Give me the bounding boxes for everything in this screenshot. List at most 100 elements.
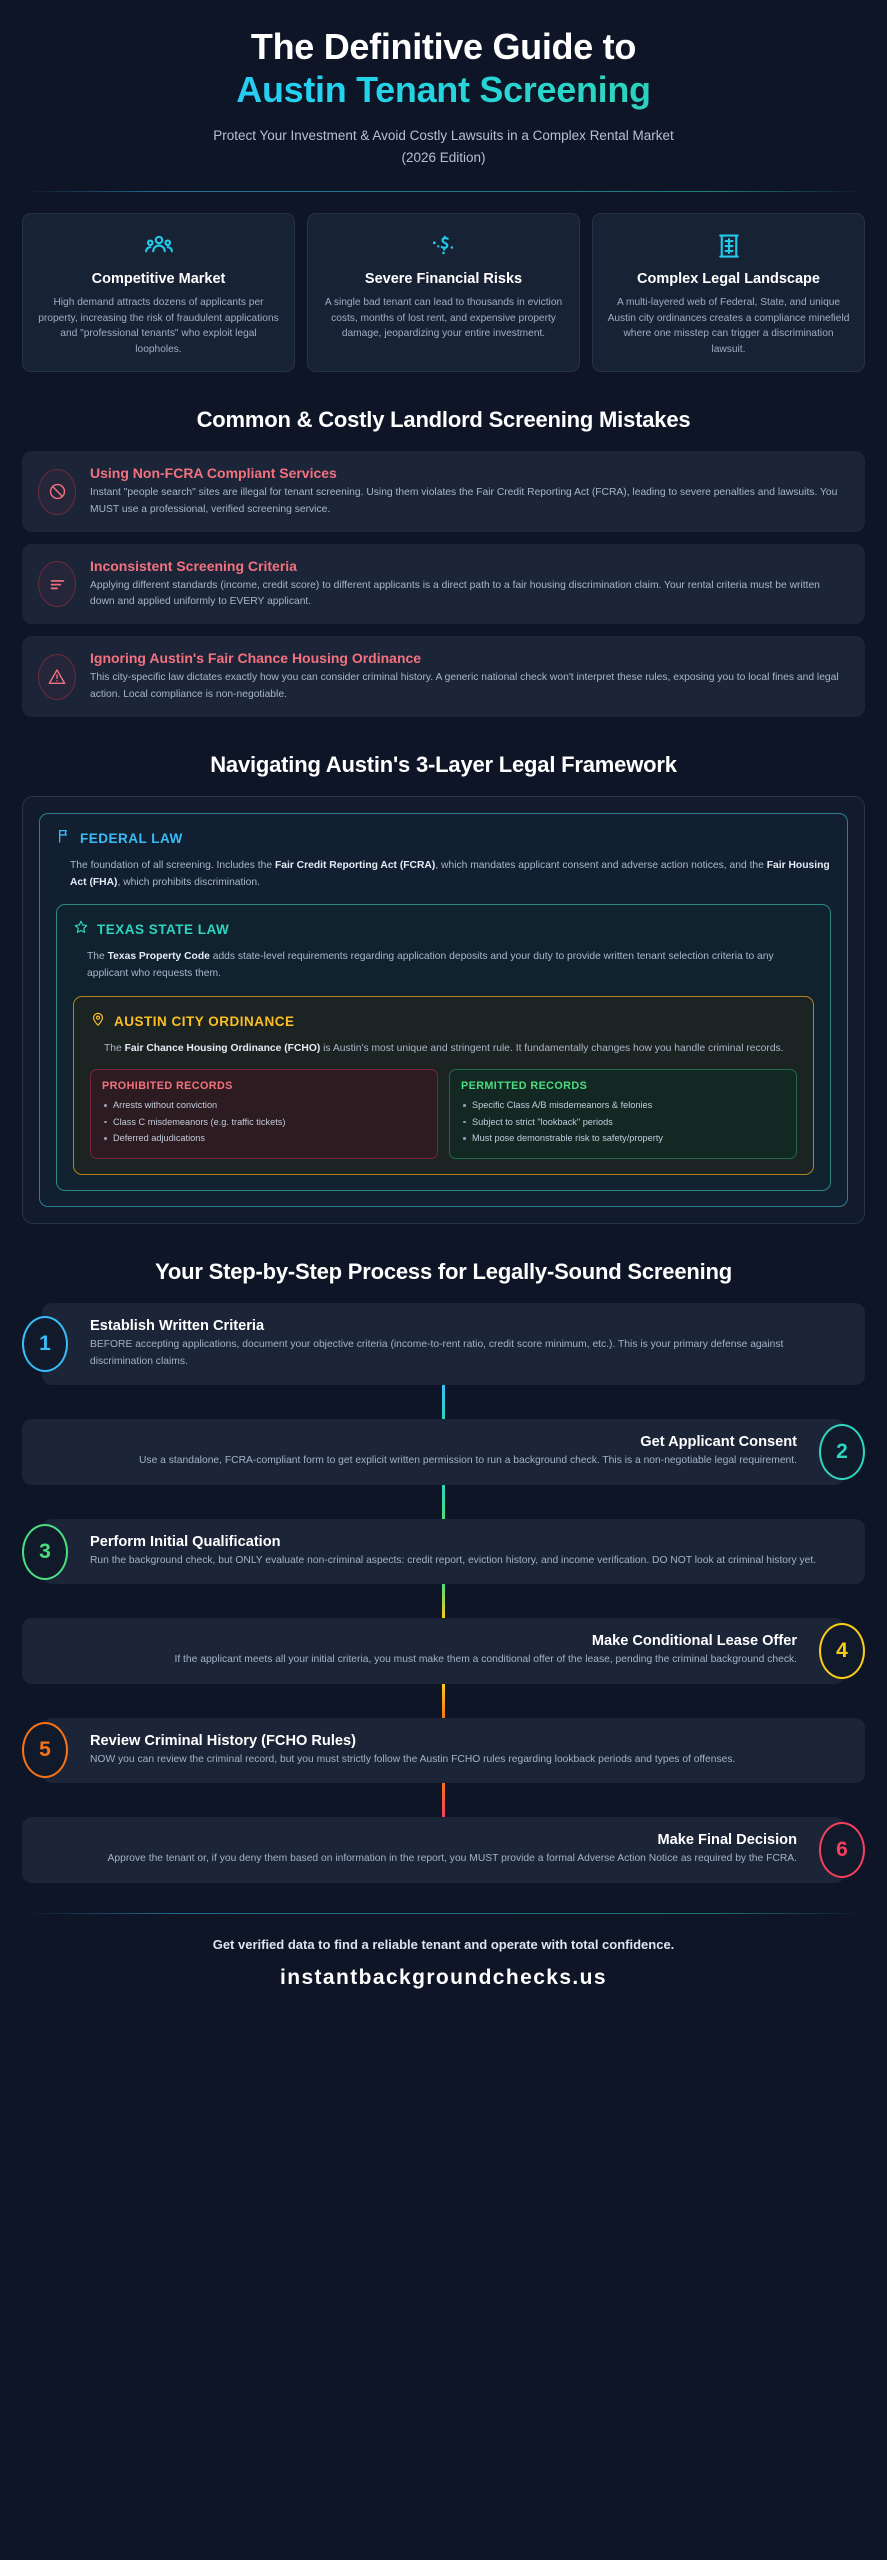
step-title: Get Applicant Consent [640,1434,797,1451]
list-item: Specific Class A/B misdemeanors & feloni… [461,1098,785,1112]
card-title: Severe Financial Risks [364,270,523,287]
location-pin-icon [90,1011,106,1032]
legal-layer-federal: FEDERAL LAW The foundation of all screen… [39,813,848,1208]
mistake-item-non-fcra: Using Non-FCRA Compliant Services Instan… [22,451,865,532]
card-description: A single bad tenant can lead to thousand… [324,297,563,340]
legal-layer-label: FEDERAL LAW [80,831,183,847]
step-description: NOW you can review the criminal record, … [90,1753,736,1765]
list-item: Subject to strict "lookback" periods [461,1115,785,1129]
process-step-6: 6 Make Final Decision Approve the tenant… [22,1817,865,1883]
card-legal-landscape: Complex Legal Landscape A multi-layered … [592,212,865,373]
step-number: 6 [836,1837,848,1861]
warning-triangle-icon [38,653,76,700]
process-step-4: 4 Make Conditional Lease Offer If the ap… [22,1618,865,1684]
step-title: Establish Written Criteria [90,1318,265,1335]
step-description: Approve the tenant or, if you deny them … [107,1853,798,1865]
legal-layer-description: The Texas Property Code adds state-level… [87,951,774,980]
step-number: 1 [39,1332,51,1356]
footer: Get verified data to find a reliable ten… [22,1912,865,2020]
overview-cards: Competitive Market High demand attracts … [22,212,865,373]
step-number: 3 [39,1539,51,1563]
legal-layer-label: AUSTIN CITY ORDINANCE [114,1013,295,1029]
legal-framework-container: FEDERAL LAW The foundation of all screen… [22,796,865,1225]
process-section-heading: Your Step-by-Step Process for Legally-So… [155,1259,732,1285]
list-item: Must pose demonstrable risk to safety/pr… [461,1131,785,1145]
mistake-title: Inconsistent Screening Criteria [90,557,297,574]
legal-layer-state: TEXAS STATE LAW The Texas Property Code … [56,904,831,1192]
card-title: Competitive Market [91,270,226,287]
step-description: Run the background check, but ONLY evalu… [90,1554,817,1566]
step-number: 4 [836,1638,848,1662]
step-description: If the applicant meets all your initial … [174,1654,797,1666]
prohibited-records-title: PROHIBITED RECORDS [102,1080,233,1093]
process-timeline: 1 Establish Written Criteria BEFORE acce… [22,1303,865,1883]
legal-layer-label: TEXAS STATE LAW [97,922,230,938]
prohibited-records-panel: PROHIBITED RECORDS Arrests without convi… [90,1069,438,1160]
timeline-connector [442,1584,445,1619]
list-item: Deferred adjudications [102,1131,426,1145]
card-competitive-market: Competitive Market High demand attracts … [22,212,295,373]
star-icon [73,919,89,940]
permitted-records-title: PERMITTED RECORDS [461,1080,588,1093]
mistake-description: Instant "people search" sites are illega… [90,487,838,515]
card-title: Complex Legal Landscape [637,270,820,287]
mistake-title: Ignoring Austin's Fair Chance Housing Or… [90,650,422,667]
list-item: Arrests without conviction [102,1098,426,1112]
records-columns: PROHIBITED RECORDS Arrests without convi… [90,1069,797,1160]
footer-url[interactable]: instantbackgroundchecks.us [280,1965,607,1989]
permitted-records-list: Specific Class A/B misdemeanors & feloni… [461,1098,785,1145]
legal-building-icon [606,229,851,263]
timeline-connector [442,1683,445,1718]
money-trend-icon [321,229,566,263]
card-description: High demand attracts dozens of applicant… [38,297,279,355]
mistake-item-ignoring-fcho: Ignoring Austin's Fair Chance Housing Or… [22,636,865,717]
step-number: 5 [39,1738,51,1762]
list-item: Class C misdemeanors (e.g. traffic ticke… [102,1115,426,1129]
mistakes-list: Using Non-FCRA Compliant Services Instan… [22,451,865,717]
mistake-title: Using Non-FCRA Compliant Services [90,465,337,482]
header-divider [22,190,865,192]
mistake-description: This city-specific law dictates exactly … [90,672,839,700]
unequal-lines-icon [38,561,76,608]
flag-icon [56,828,72,849]
people-group-icon [36,229,281,263]
page-title-line2: Austin Tenant Screening [22,69,865,111]
process-step-3: 3 Perform Initial Qualification Run the … [22,1518,865,1585]
step-number-badge: 2 [819,1424,865,1481]
step-number-badge: 4 [819,1622,865,1679]
mistake-item-inconsistent-criteria: Inconsistent Screening Criteria Applying… [22,543,865,625]
step-description: Use a standalone, FCRA-compliant form to… [139,1455,797,1467]
step-number-badge: 5 [22,1722,68,1779]
legal-section-heading: Navigating Austin's 3-Layer Legal Framew… [210,751,677,777]
step-title: Review Criminal History (FCHO Rules) [90,1732,356,1749]
step-description: BEFORE accepting applications, document … [90,1339,784,1367]
legal-layer-description: The foundation of all screening. Include… [70,860,830,888]
step-title: Perform Initial Qualification [90,1533,281,1550]
step-title: Make Conditional Lease Offer [591,1633,797,1650]
step-number: 2 [836,1440,848,1464]
card-financial-risks: Severe Financial Risks A single bad tena… [307,212,580,373]
card-description: A multi-layered web of Federal, State, a… [607,297,850,355]
timeline-connector [442,1783,445,1818]
process-step-1: 1 Establish Written Criteria BEFORE acce… [22,1303,865,1386]
footer-divider [22,1912,865,1914]
header: The Definitive Guide to Austin Tenant Sc… [22,0,865,192]
page-title-line1: The Definitive Guide to [250,26,637,67]
mistakes-section-heading: Common & Costly Landlord Screening Mista… [196,407,691,433]
timeline-connector [442,1484,445,1519]
legal-layer-city: AUSTIN CITY ORDINANCE The Fair Chance Ho… [73,995,814,1176]
process-step-2: 2 Get Applicant Consent Use a standalone… [22,1419,865,1485]
legal-layer-description: The Fair Chance Housing Ordinance (FCHO)… [104,1042,784,1054]
process-step-5: 5 Review Criminal History (FCHO Rules) N… [22,1717,865,1784]
footer-tagline: Get verified data to find a reliable ten… [212,1936,675,1952]
step-number-badge: 1 [22,1316,68,1373]
prohibited-records-list: Arrests without conviction Class C misde… [102,1098,426,1145]
step-number-badge: 3 [22,1523,68,1580]
permitted-records-panel: PERMITTED RECORDS Specific Class A/B mis… [449,1069,797,1160]
mistake-description: Applying different standards (income, cr… [90,579,820,608]
page-subtitle: Protect Your Investment & Avoid Costly L… [213,127,674,165]
step-number-badge: 6 [819,1821,865,1878]
prohibited-circle-icon [38,468,76,515]
infographic-page: The Definitive Guide to Austin Tenant Sc… [22,0,865,2020]
timeline-connector [442,1385,445,1420]
